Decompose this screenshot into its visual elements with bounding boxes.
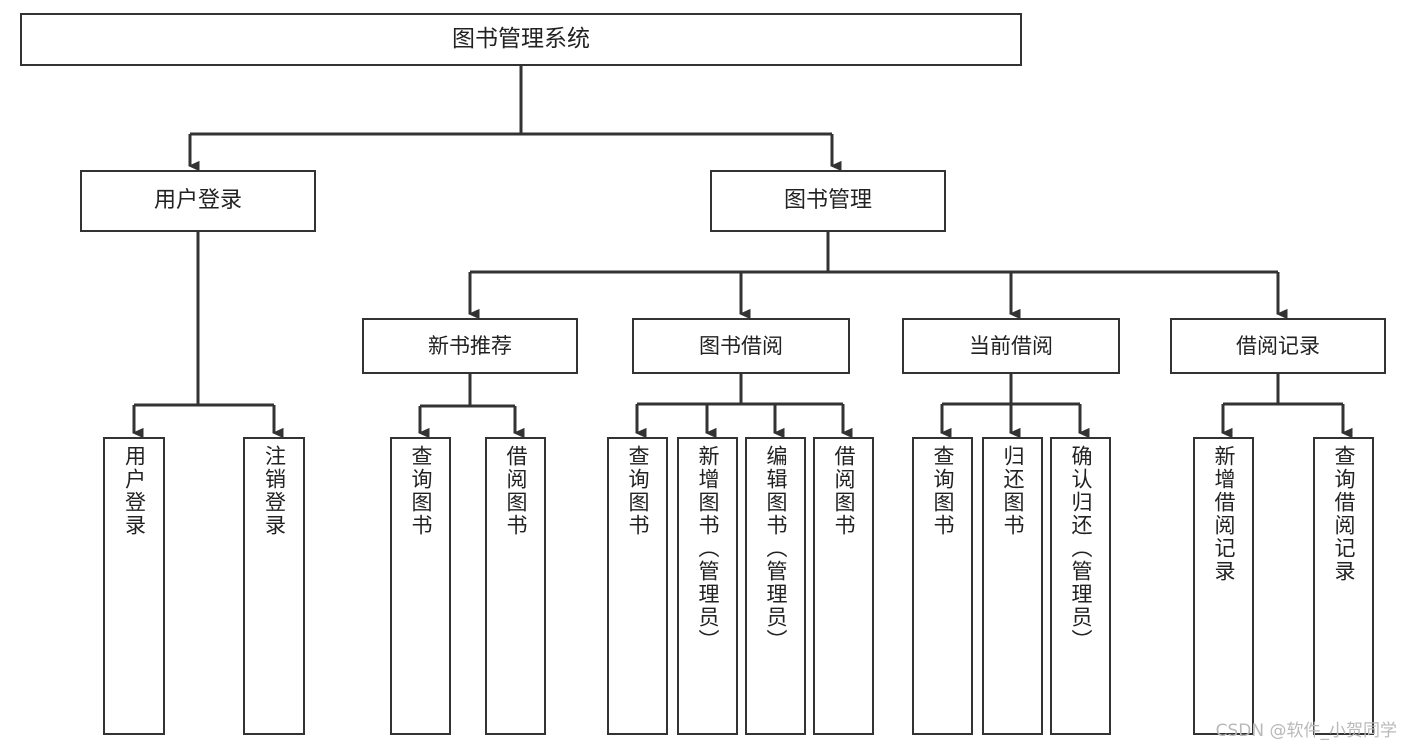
node-leaf-borrow-book-2[interactable]: 借阅图书 [813,437,874,735]
node-leaf-confirm-return-admin[interactable]: 确认归还（管理员） [1050,437,1111,735]
node-borrow-record-label: 借阅记录 [1236,333,1320,358]
node-current-borrow[interactable]: 当前借阅 [902,318,1120,374]
node-leaf-add-borrow-record[interactable]: 新增借阅记录 [1193,437,1254,735]
node-leaf-user-login[interactable]: 用户登录 [103,437,165,735]
node-leaf-query-book-3[interactable]: 查询图书 [912,437,973,735]
node-book-management[interactable]: 图书管理 [710,170,946,232]
node-leaf-borrow-book-2-label: 借阅图书 [832,445,856,537]
node-user-login-label: 用户登录 [153,187,242,213]
node-book-borrow-label: 图书借阅 [699,333,783,358]
node-leaf-query-book-3-label: 查询图书 [931,445,955,537]
node-user-login[interactable]: 用户登录 [80,170,316,232]
node-leaf-user-login-label: 用户登录 [122,445,147,537]
node-leaf-logout-login-label: 注销登录 [262,445,287,537]
node-root[interactable]: 图书管理系统 [20,13,1022,66]
node-leaf-return-book[interactable]: 归还图书 [982,437,1043,735]
node-leaf-query-borrow-record-label: 查询借阅记录 [1332,445,1356,583]
node-leaf-add-book-admin[interactable]: 新增图书（管理员） [677,437,738,735]
node-leaf-borrow-book-1[interactable]: 借阅图书 [485,437,546,735]
node-leaf-borrow-book-1-label: 借阅图书 [504,445,528,537]
node-book-borrow[interactable]: 图书借阅 [632,318,850,374]
node-leaf-confirm-return-admin-label: 确认归还（管理员） [1069,445,1093,652]
node-leaf-query-book-2-label: 查询图书 [626,445,650,537]
node-borrow-record[interactable]: 借阅记录 [1170,318,1386,374]
node-leaf-return-book-label: 归还图书 [1001,445,1025,537]
node-leaf-add-book-admin-label: 新增图书（管理员） [696,445,720,652]
node-leaf-query-book-2[interactable]: 查询图书 [607,437,668,735]
node-current-borrow-label: 当前借阅 [969,333,1053,358]
node-leaf-add-borrow-record-label: 新增借阅记录 [1212,445,1236,583]
node-leaf-query-borrow-record[interactable]: 查询借阅记录 [1313,437,1374,735]
node-root-label: 图书管理系统 [452,25,590,52]
node-book-management-label: 图书管理 [783,187,872,213]
node-leaf-query-book-1-label: 查询图书 [409,445,433,537]
node-leaf-query-book-1[interactable]: 查询图书 [390,437,451,735]
node-leaf-edit-book-admin-label: 编辑图书（管理员） [764,445,788,652]
node-leaf-edit-book-admin[interactable]: 编辑图书（管理员） [745,437,806,735]
node-new-book-recommend-label: 新书推荐 [428,333,512,358]
node-new-book-recommend[interactable]: 新书推荐 [362,318,578,374]
node-leaf-logout-login[interactable]: 注销登录 [243,437,305,735]
